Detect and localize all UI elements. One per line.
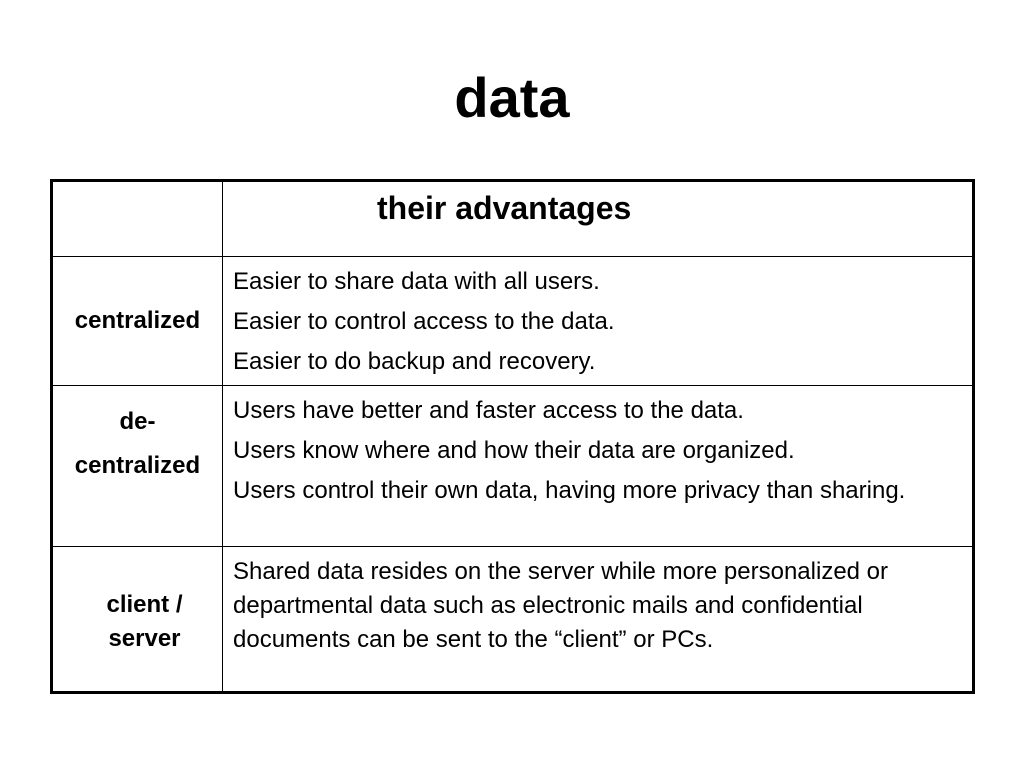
type-label: centralized bbox=[74, 307, 201, 334]
advantage-item: Easier to share data with all users. bbox=[233, 268, 600, 295]
header-cell-advantages: their advantages bbox=[222, 180, 974, 257]
advantages-table: their advantages centralized Easier to s… bbox=[50, 179, 975, 694]
type-label-line1: de- bbox=[119, 408, 156, 435]
advantage-item: Users control their own data, having mor… bbox=[233, 477, 906, 504]
type-cell-decentralized: de- centralized bbox=[51, 385, 223, 547]
page-title: data bbox=[454, 66, 570, 129]
table-row-centralized: centralized Easier to share data with al… bbox=[51, 256, 974, 386]
table-row-decentralized: de- centralized Users have better and fa… bbox=[51, 385, 974, 547]
header-cell-empty bbox=[51, 180, 223, 257]
advantage-item: Easier to control access to the data. bbox=[233, 308, 615, 335]
advantages-cell-centralized: Easier to share data with all users. Eas… bbox=[222, 256, 974, 386]
advantages-cell-decentralized: Users have better and faster access to t… bbox=[222, 385, 974, 547]
advantage-item: Shared data resides on the server while … bbox=[233, 558, 889, 653]
advantage-item: Users know where and how their data are … bbox=[233, 437, 795, 464]
type-label-line2: centralized bbox=[74, 452, 201, 479]
advantages-cell-client-server: Shared data resides on the server while … bbox=[222, 546, 974, 693]
table-header-row: their advantages bbox=[51, 180, 974, 257]
advantage-item: Easier to do backup and recovery. bbox=[233, 348, 596, 375]
type-cell-centralized: centralized bbox=[51, 256, 223, 386]
type-label-line1: client / bbox=[106, 591, 183, 618]
type-cell-client-server: client / server bbox=[51, 546, 223, 693]
advantage-item: Users have better and faster access to t… bbox=[233, 397, 744, 424]
table-row-client-server: client / server Shared data resides on t… bbox=[51, 546, 974, 693]
type-label-line2: server bbox=[108, 625, 181, 652]
